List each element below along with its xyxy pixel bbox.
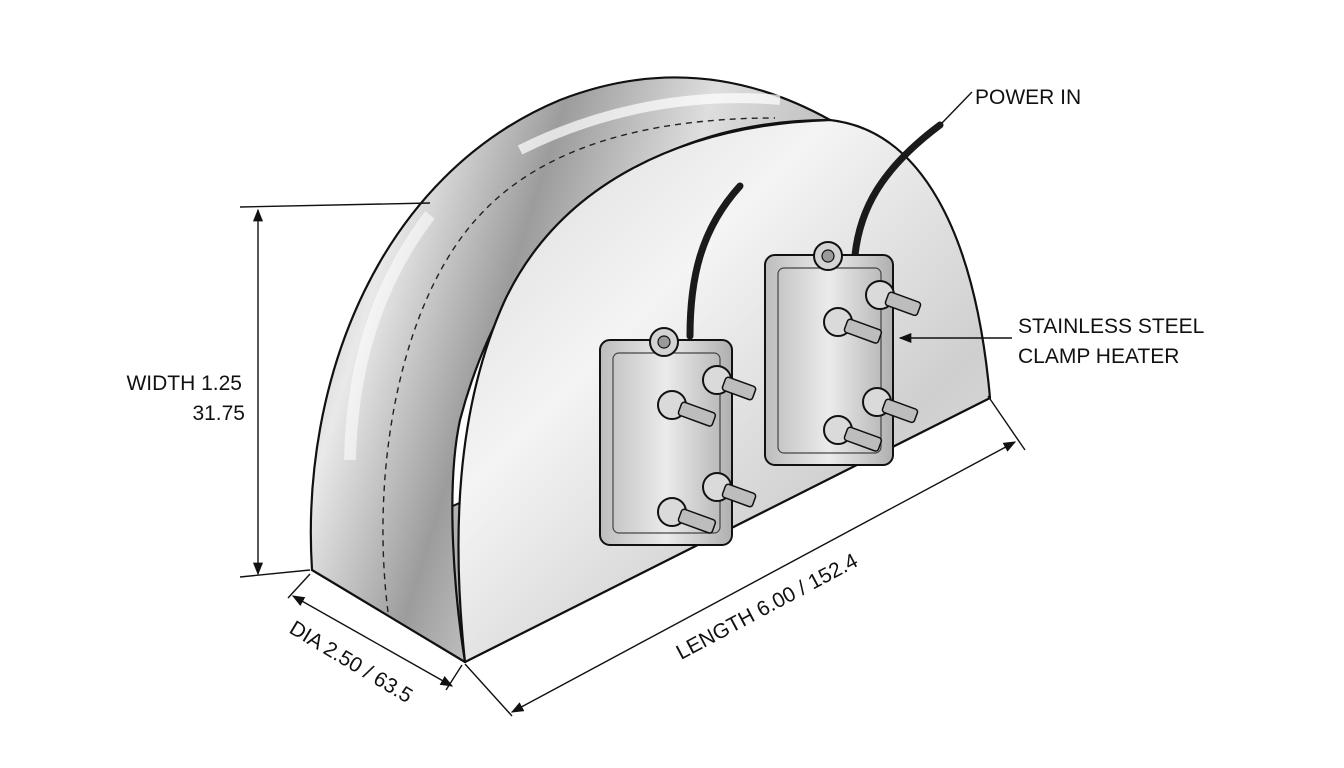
cable-right bbox=[851, 121, 944, 259]
terminal-box-right bbox=[764, 121, 944, 466]
bolt-icon bbox=[702, 365, 757, 401]
power-in-leader bbox=[941, 91, 973, 124]
length-dimension-line bbox=[510, 441, 1017, 713]
length-label: LENGTH 6.00 / 152.4 bbox=[673, 549, 862, 664]
width-label-line2: 31.75 bbox=[192, 402, 245, 425]
width-label-line1: WIDTH 1.25 bbox=[126, 372, 242, 395]
dia-label: DIA 2.50 / 63.5 bbox=[285, 617, 416, 708]
heater-label-line2: CLAMP HEATER bbox=[1018, 345, 1179, 368]
bolt-icon bbox=[823, 307, 883, 344]
bolt-icon bbox=[862, 387, 919, 424]
bolt-icon bbox=[813, 241, 843, 271]
dimension-lines bbox=[239, 91, 1026, 717]
heater-label-line1: STAINLESS STEEL bbox=[1018, 315, 1204, 338]
bolt-icon bbox=[865, 280, 922, 317]
seam-dashed-line bbox=[382, 117, 776, 613]
bolt-icon bbox=[649, 327, 679, 357]
cable-left bbox=[686, 182, 744, 340]
dia-dimension-line bbox=[291, 595, 454, 687]
power-in-label: POWER IN bbox=[975, 86, 1081, 109]
bolt-icon bbox=[657, 390, 717, 427]
